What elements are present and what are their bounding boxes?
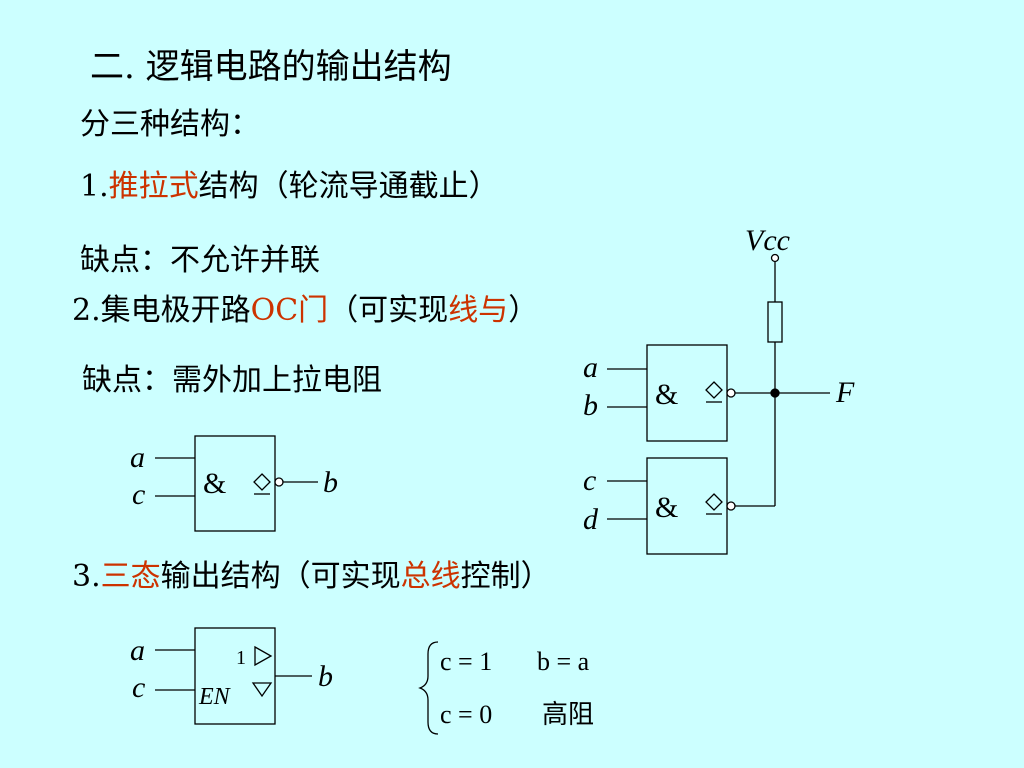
eq1-condition: c = 1 [440,647,492,676]
item2-text-c: ） [508,293,539,328]
eq2-condition: c = 0 [440,700,492,729]
item3-heading: 3.三态输出结构（可实现总线控制） [72,562,551,592]
item1-highlight: 推拉式 [108,169,199,204]
tristate-output-label: b [318,660,333,693]
gate1-input-b-label: b [583,389,598,422]
item3-num: 3. [72,559,101,594]
buffer-triangle-icon [254,645,273,667]
vcc-terminal [770,253,780,263]
item1-rest: 结构（轮流导通截止） [198,169,499,204]
item2-drawback: 缺点：需外加上拉电阻 [82,363,382,398]
oc-input-a-label: a [130,441,145,474]
item3-highlight-b: 总线 [400,559,461,594]
gate1-diamond-icon [705,381,723,399]
page-title: 二. 逻辑电路的输出结构 [90,47,452,87]
oc-input-c-label: c [132,478,145,511]
tristate-gate [155,627,312,725]
item3-text-a: 输出结构（可实现 [160,559,401,594]
gate1-input-a-label: a [583,351,598,384]
gate2-diamond-icon [705,493,723,511]
gate2-bubble [726,501,736,511]
eq1-result: b = a [537,647,590,676]
item2-text-a: 集电极开路 [100,293,251,328]
item2-text-b: （可实现 [328,293,449,328]
wired-and-circuit [607,253,830,555]
eq2-result: 高阻 [542,700,594,730]
tristate-input-a-label: a [130,634,145,667]
oc-gate-bubble [274,477,284,487]
item3-text-b: 控制） [460,559,551,594]
oc-gate-symbol: & [203,467,226,500]
subtitle: 分三种结构： [80,107,260,142]
tristate-triangle-icon [251,682,273,698]
item1-heading: 1.推拉式结构（轮流导通截止） [80,172,499,202]
item3-highlight-a: 三态 [100,559,161,594]
item2-heading: 2.集电极开路OC门（可实现线与） [72,296,538,326]
junction-dot [770,388,780,398]
enable-label: EN [198,684,232,710]
item2-num: 2. [72,293,101,328]
oc-diamond-icon [253,473,271,491]
gate2-input-d-label: d [583,503,599,536]
oc-gate [155,435,318,532]
gate2-symbol: & [655,491,678,524]
left-brace [418,641,439,735]
item1-num: 1. [80,169,109,204]
oc-output-label: b [323,466,338,499]
tristate-symbol: 1 [236,647,246,669]
gate1-symbol: & [655,378,678,411]
gate2-input-c-label: c [583,464,596,497]
tristate-input-c-label: c [132,671,145,704]
item2-highlight-b: 线与 [448,293,509,328]
pullup-resistor [767,301,783,343]
gate1-bubble [726,388,736,398]
item1-drawback: 缺点：不允许并联 [80,243,320,278]
item2-highlight-a: OC门 [250,293,329,328]
vcc-label: Vcc [745,224,790,257]
output-f-label: F [835,376,855,409]
